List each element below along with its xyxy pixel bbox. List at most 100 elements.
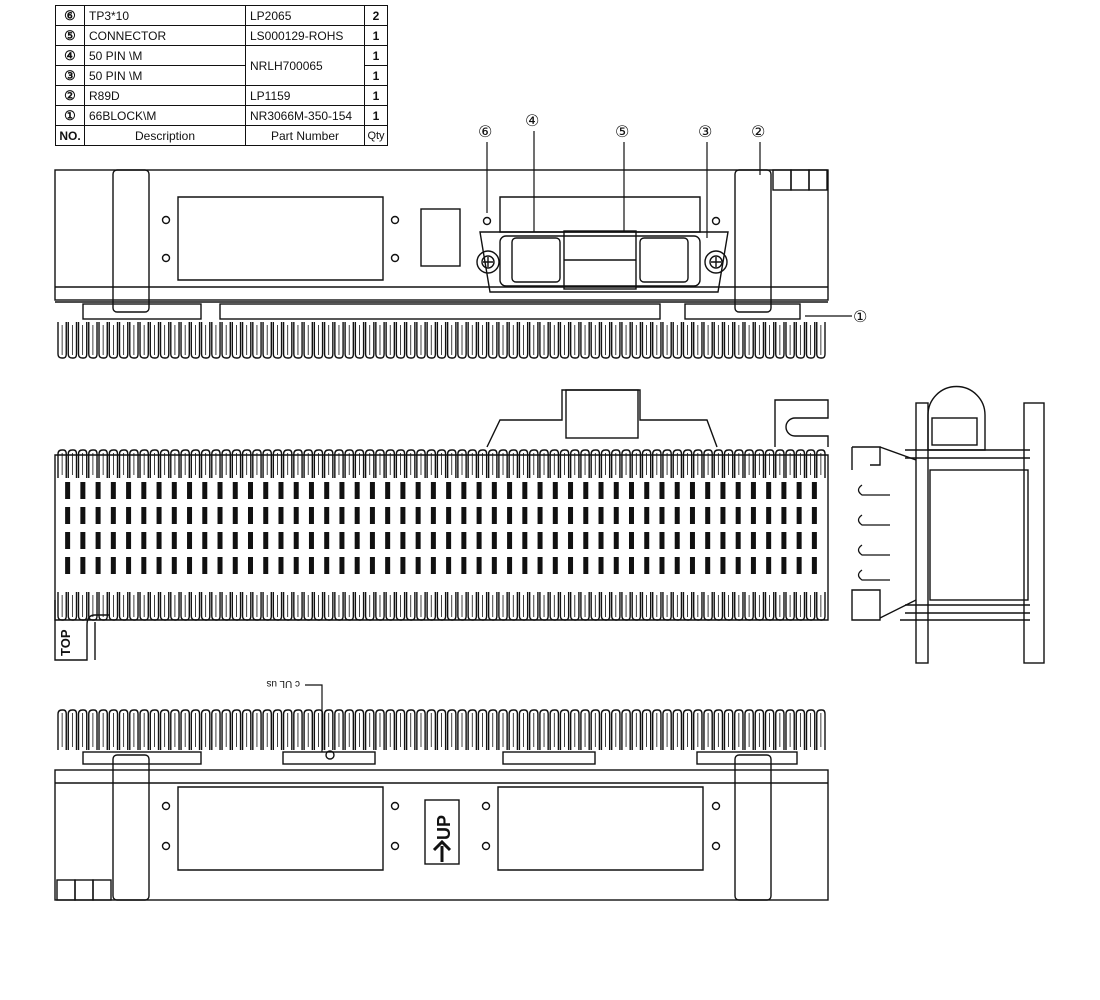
comb-tooth	[77, 709, 88, 750]
comb-tooth	[723, 449, 734, 478]
terminal-slot	[232, 557, 238, 574]
back-label-window-left	[177, 786, 384, 871]
comb-tooth	[600, 709, 611, 750]
comb-tooth	[621, 449, 631, 478]
terminal-slot	[750, 507, 756, 524]
terminal-slot	[491, 482, 497, 499]
end-post-left	[915, 402, 929, 664]
comb-tooth	[323, 449, 334, 478]
comb-tooth	[641, 449, 652, 478]
comb-tooth	[518, 449, 529, 478]
terminal-slot	[415, 532, 421, 549]
comb-tooth	[528, 322, 539, 359]
comb-tooth	[467, 449, 478, 478]
comb-tooth	[262, 322, 273, 359]
comb-tooth	[426, 709, 437, 750]
comb-tooth	[672, 709, 683, 750]
terminal-slot	[568, 557, 574, 574]
comb-tooth	[580, 592, 590, 621]
terminal-slot	[659, 532, 665, 549]
terminal-slot	[446, 482, 452, 499]
front-view	[54, 169, 829, 359]
comb-tooth	[754, 322, 765, 359]
comb-tooth	[211, 449, 221, 478]
comb-tooth	[88, 322, 98, 359]
comb-tooth	[600, 449, 611, 478]
back-right-strap	[734, 754, 772, 901]
comb-tooth	[405, 592, 416, 621]
comb-tooth	[139, 592, 149, 621]
terminal-slot	[674, 532, 680, 549]
table-row: ① 66BLOCK\M NR3066M-350-154 1	[55, 105, 388, 126]
comb-tooth	[559, 709, 570, 750]
terminal-slot	[324, 557, 330, 574]
terminal-slot	[446, 532, 452, 549]
terminal-slot	[156, 557, 162, 574]
terminal-slot	[629, 482, 634, 499]
terminal-slot	[796, 532, 802, 549]
comb-tooth	[734, 322, 744, 359]
terminal-slot	[430, 557, 436, 574]
comb-tooth	[816, 592, 826, 621]
terminal-slot	[766, 482, 772, 499]
terminal-slot	[522, 532, 528, 549]
comb-tooth	[785, 592, 795, 621]
terminal-slot	[217, 507, 223, 524]
comb-tooth	[436, 592, 447, 621]
callout-2: ②	[751, 122, 765, 141]
terminal-slot	[339, 557, 345, 574]
comb-tooth	[57, 592, 67, 621]
item-part-number: NR3066M-350-154	[245, 105, 365, 126]
comb-tooth	[98, 449, 108, 478]
comb-tooth	[621, 322, 631, 359]
front-teeth	[57, 322, 826, 359]
comb-tooth	[436, 709, 447, 750]
comb-tooth	[364, 592, 375, 621]
comb-tooth	[693, 449, 703, 478]
comb-tooth	[682, 592, 693, 621]
comb-tooth	[477, 449, 488, 478]
connector-plug-right	[639, 237, 689, 283]
back-view	[54, 684, 829, 901]
terminal-slot	[232, 482, 238, 499]
terminal-slot	[95, 507, 101, 524]
terminal-slot	[354, 482, 360, 499]
terminal-slot	[811, 557, 817, 574]
comb-tooth	[323, 322, 334, 359]
comb-tooth	[631, 709, 642, 750]
comb-tooth	[528, 709, 539, 750]
comb-tooth	[549, 322, 560, 359]
comb-tooth	[559, 592, 570, 621]
comb-tooth	[539, 449, 549, 478]
comb-tooth	[559, 322, 570, 359]
terminal-slot	[65, 482, 71, 499]
comb-tooth	[498, 709, 508, 750]
terminal-slot	[507, 507, 513, 524]
terminal-slot	[308, 482, 314, 499]
end-view	[851, 385, 1045, 664]
comb-tooth	[272, 709, 283, 750]
comb-tooth	[487, 709, 498, 750]
comb-tooth	[334, 709, 344, 750]
comb-tooth	[477, 592, 488, 621]
terminal-slot	[369, 557, 375, 574]
terminal-slot	[446, 507, 452, 524]
comb-tooth	[395, 592, 406, 621]
left-strap	[112, 169, 150, 313]
comb-tooth	[354, 322, 365, 359]
up-marker-box	[424, 799, 460, 865]
comb-tooth	[713, 592, 724, 621]
comb-tooth	[764, 592, 775, 621]
comb-tooth	[108, 449, 119, 478]
comb-tooth	[487, 322, 498, 359]
terminal-slot	[187, 507, 193, 524]
comb-tooth	[651, 709, 662, 750]
comb-tooth	[754, 709, 765, 750]
comb-tooth	[262, 592, 273, 621]
right-strap	[734, 169, 772, 313]
comb-tooth	[405, 322, 416, 359]
terminal-slot	[415, 557, 421, 574]
terminal-slot	[248, 482, 253, 499]
terminal-slot	[461, 507, 467, 524]
middle-top-teeth	[57, 449, 826, 478]
